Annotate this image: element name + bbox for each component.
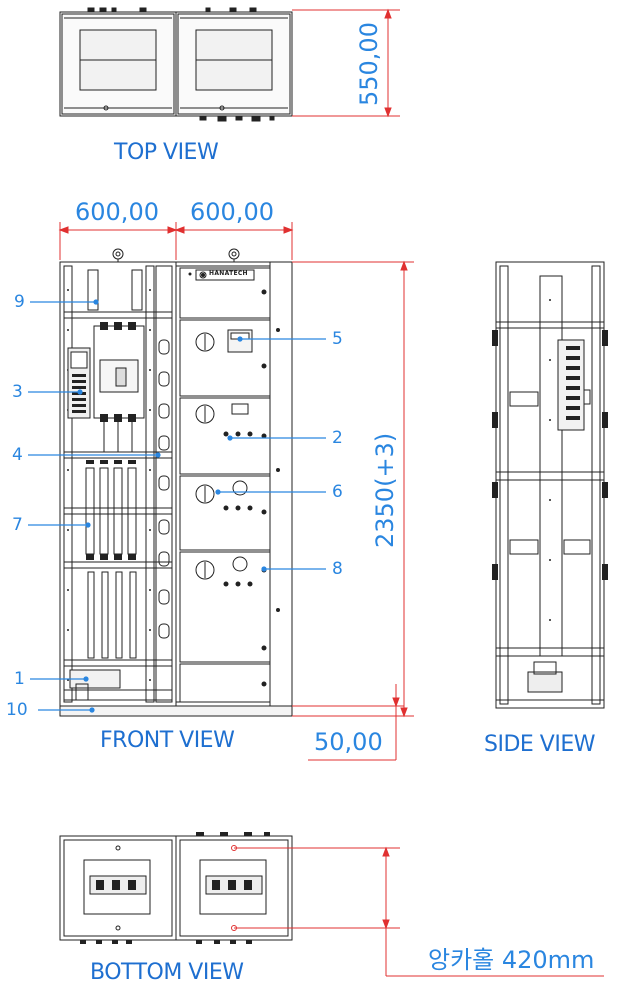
callout-4: 4	[12, 445, 23, 465]
bottom-view-title: BOTTOM VIEW	[90, 960, 244, 985]
dimension-lines	[58, 8, 604, 977]
callout-leaders	[28, 299, 326, 713]
height-dimension-label: 2350(+3)	[371, 432, 399, 548]
width-left-dimension-label: 600,00	[75, 198, 159, 226]
base-dimension-label: 50,00	[314, 728, 383, 756]
callout-6: 6	[332, 482, 343, 502]
callout-10: 10	[6, 700, 28, 720]
top-view-title: TOP VIEW	[114, 140, 219, 165]
top-view-drawing	[59, 7, 293, 122]
depth-dimension-label: 550,00	[355, 22, 383, 106]
callout-1: 1	[14, 669, 25, 689]
callout-3: 3	[12, 382, 23, 402]
callout-2: 2	[332, 428, 343, 448]
front-view-drawing	[59, 248, 293, 717]
callout-8: 8	[332, 559, 343, 579]
callout-7: 7	[12, 515, 23, 535]
brand-plate-label: HANATECH	[209, 270, 248, 277]
callout-9: 9	[14, 292, 25, 312]
anchor-hole-label: 앙카홀 420mm	[428, 946, 595, 974]
bottom-view-drawing	[59, 832, 293, 944]
width-right-dimension-label: 600,00	[190, 198, 274, 226]
front-view-title: FRONT VIEW	[100, 728, 235, 753]
side-view-title: SIDE VIEW	[484, 732, 595, 757]
callout-5: 5	[332, 329, 343, 349]
side-view-drawing	[492, 261, 608, 709]
